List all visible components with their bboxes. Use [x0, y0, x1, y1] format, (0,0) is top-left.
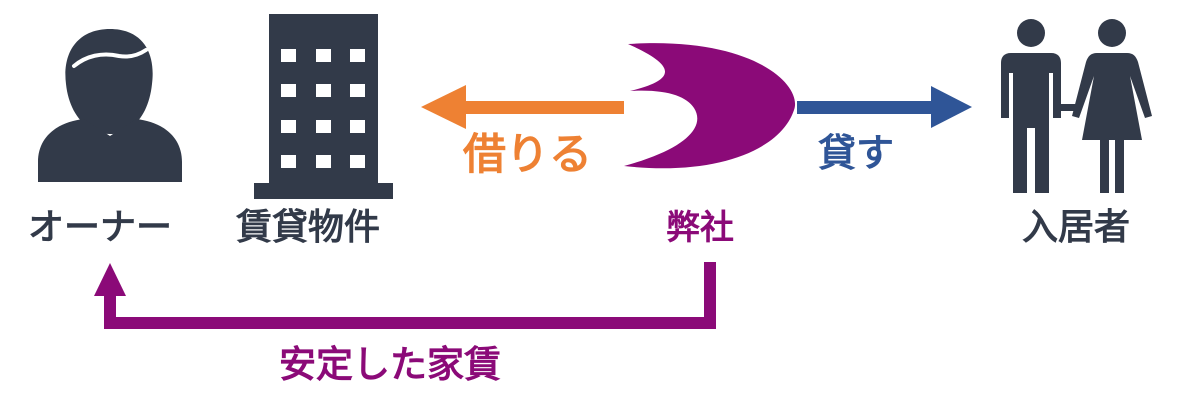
lend-label: 貸す: [818, 131, 895, 175]
rent-label: 安定した家賃: [279, 343, 501, 386]
couple-icon: [1001, 19, 1152, 193]
building-icon: [254, 14, 393, 199]
rent-arrow: [94, 262, 716, 329]
company-label: 弊社: [666, 208, 734, 248]
property-label: 賃貸物件: [236, 207, 381, 248]
borrow-arrow: [421, 85, 624, 129]
lend-arrow: [797, 86, 972, 128]
tenant-label: 入居者: [1022, 207, 1131, 248]
owner-label: オーナー: [28, 207, 173, 248]
person-icon: [38, 29, 182, 182]
borrow-label: 借りる: [463, 130, 592, 180]
company-logo: [624, 43, 796, 169]
